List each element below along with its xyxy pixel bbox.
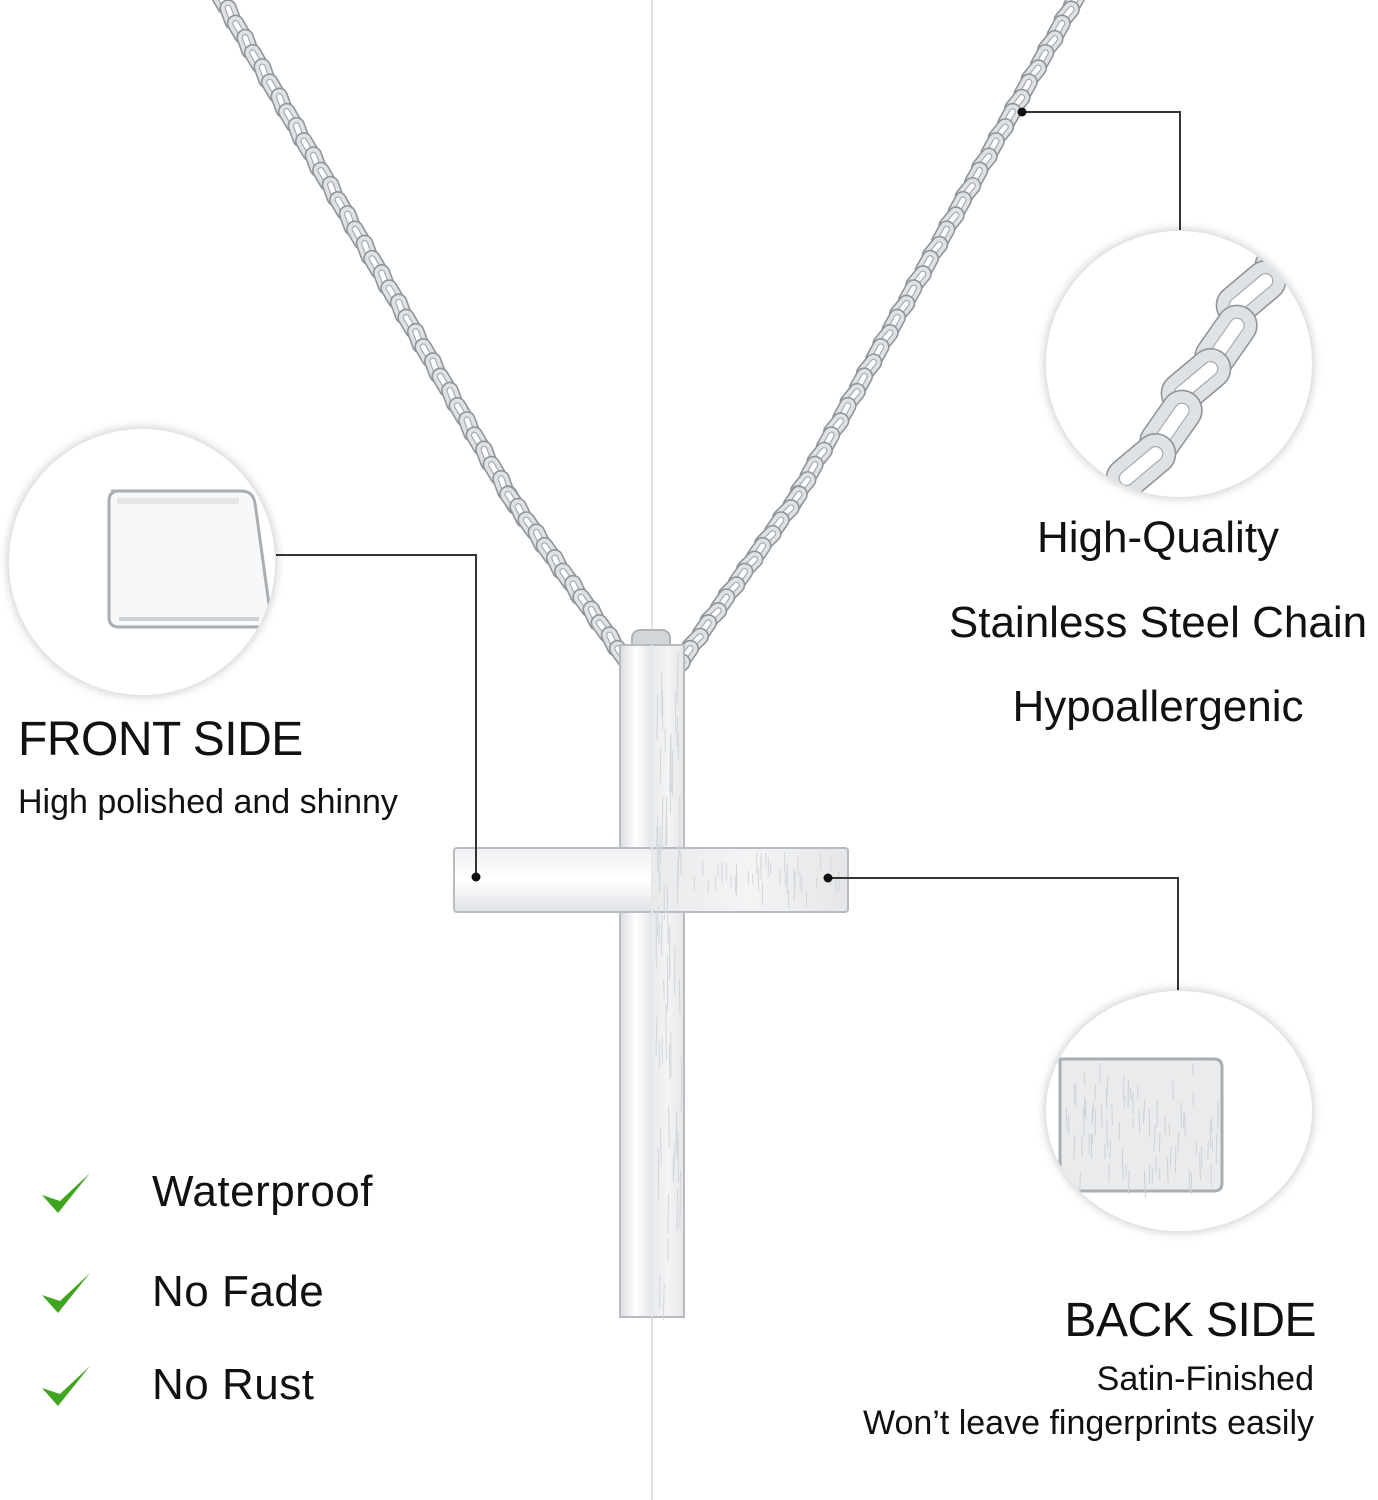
- back-side-title: BACK SIDE: [1064, 1293, 1316, 1348]
- feature-label: No Fade: [152, 1267, 324, 1317]
- feature-waterproof: Waterproof: [38, 1163, 458, 1223]
- cross-pendant: [454, 630, 848, 1319]
- back-side-fingerprints: Won’t leave fingerprints easily: [863, 1404, 1314, 1443]
- front-side-subtitle: High polished and shinny: [18, 783, 398, 822]
- feature-label: No Rust: [152, 1360, 314, 1410]
- front-detail-circle: [8, 428, 276, 696]
- front-pointer-dot: [472, 873, 481, 882]
- back-detail-circle: [1045, 990, 1313, 1232]
- chain: [208, 0, 1090, 697]
- chain-detail-circle: [1045, 230, 1313, 498]
- chain-quality-text: High-Quality: [928, 513, 1378, 563]
- chain-pointer-dot: [1018, 108, 1027, 117]
- feature-no-fade: No Fade: [38, 1263, 458, 1323]
- check-icon: [38, 1165, 94, 1221]
- check-icon: [38, 1265, 94, 1321]
- feature-no-rust: No Rust: [38, 1356, 458, 1416]
- back-pointer-dot: [824, 874, 833, 883]
- chain-hypoallergenic-text: Hypoallergenic: [928, 682, 1378, 732]
- chain-material-text: Stainless Steel Chain: [928, 598, 1378, 648]
- back-side-finish: Satin-Finished: [1097, 1360, 1314, 1399]
- check-icon: [38, 1358, 94, 1414]
- front-side-title: FRONT SIDE: [18, 712, 303, 767]
- feature-label: Waterproof: [152, 1167, 373, 1217]
